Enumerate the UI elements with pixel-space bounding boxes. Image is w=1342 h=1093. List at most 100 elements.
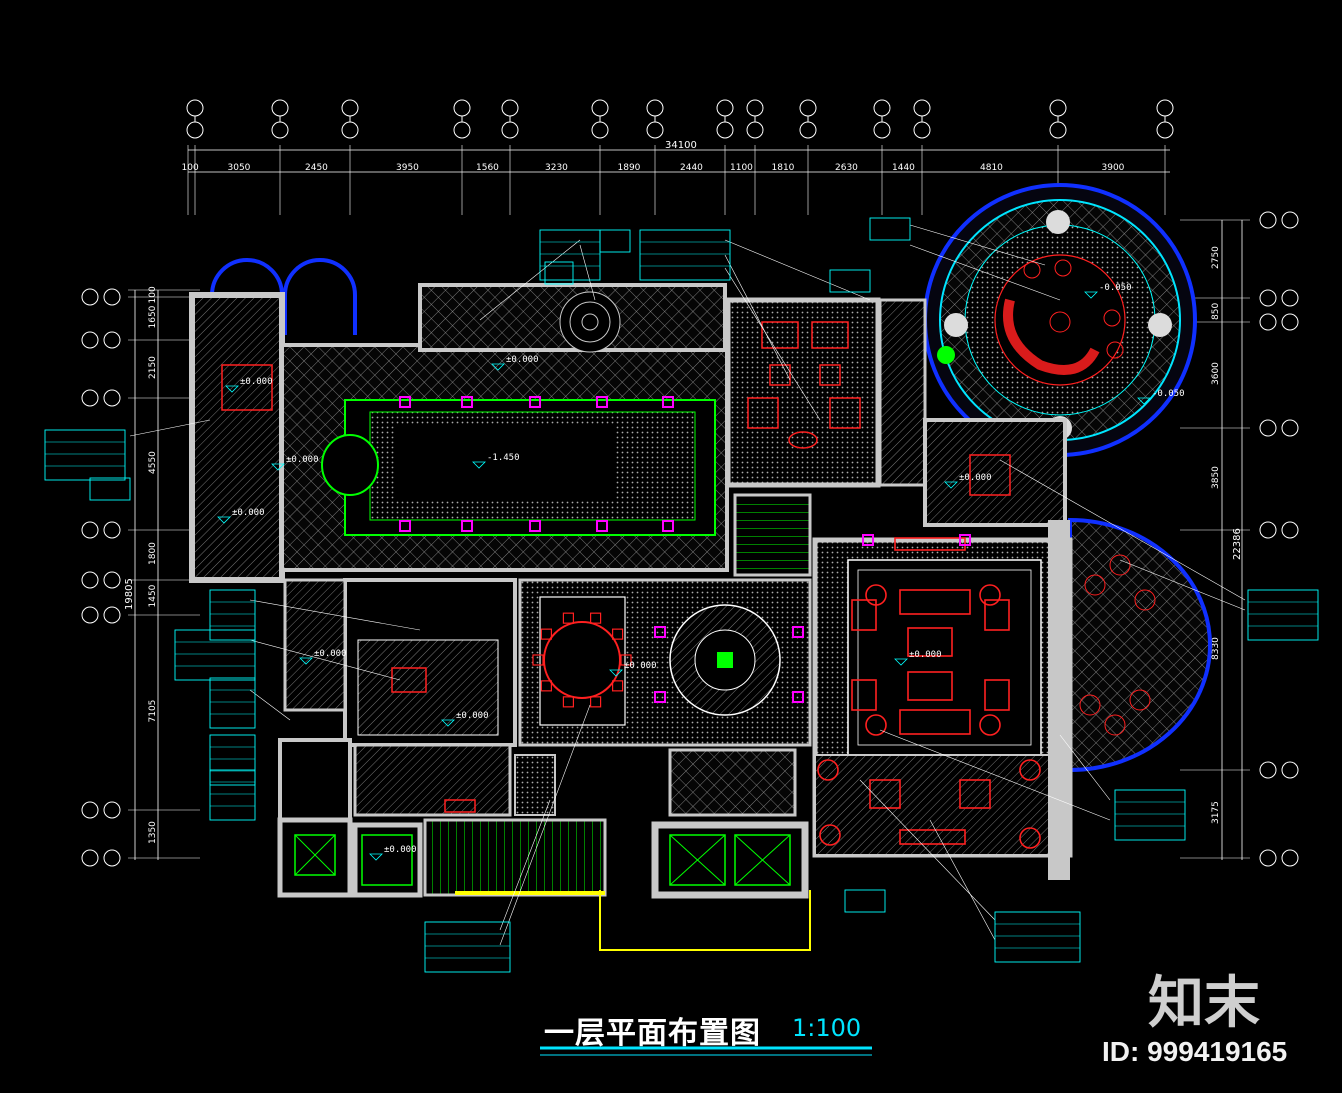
left-total-dimension: 19805 bbox=[124, 578, 135, 610]
material-tag-box bbox=[89, 477, 131, 501]
dimension-value: 4810 bbox=[980, 163, 1003, 173]
material-tag-box bbox=[209, 677, 256, 729]
dining-chair bbox=[540, 680, 553, 692]
material-tag-box bbox=[424, 921, 511, 973]
dimension-value: 7105 bbox=[148, 700, 158, 723]
axis-bubble bbox=[1281, 313, 1299, 331]
dimension-value: 100 bbox=[182, 163, 199, 173]
level-triangle bbox=[944, 481, 958, 489]
axis-bubble bbox=[103, 606, 121, 624]
column bbox=[399, 396, 411, 408]
level-value: ±0.000 bbox=[314, 649, 347, 659]
level-value: ±0.000 bbox=[909, 650, 942, 660]
leader-lines bbox=[129, 224, 1246, 946]
column bbox=[461, 520, 473, 532]
dining-chair bbox=[620, 654, 632, 666]
watermark-id: ID: 999419165 bbox=[1102, 1036, 1288, 1067]
material-tag-box bbox=[209, 589, 256, 641]
axis-bubble bbox=[913, 121, 931, 139]
main-hall-furniture bbox=[817, 537, 1041, 849]
axis-bubble bbox=[1281, 521, 1299, 539]
axis-bubble bbox=[746, 121, 764, 139]
dimension-value: 1560 bbox=[476, 163, 499, 173]
axis-bubble bbox=[1259, 419, 1277, 437]
axis-bubble bbox=[81, 801, 99, 819]
axis-bubble bbox=[1049, 99, 1067, 117]
column bbox=[596, 396, 608, 408]
dining-chair bbox=[611, 628, 624, 640]
column bbox=[529, 396, 541, 408]
axis-bubble bbox=[103, 849, 121, 867]
level-value: ±0.000 bbox=[384, 845, 417, 855]
level-value: ±0.000 bbox=[959, 473, 992, 483]
axis-bubble bbox=[81, 389, 99, 407]
dimension-value: 4550 bbox=[148, 451, 158, 474]
axis-bubble bbox=[1259, 289, 1277, 307]
round-pavilion bbox=[923, 183, 1197, 457]
top-dimension-lines bbox=[188, 149, 1170, 173]
level-value: ±0.000 bbox=[456, 711, 489, 721]
axis-bubble bbox=[1259, 849, 1277, 867]
dimension-value: 2750 bbox=[1211, 246, 1221, 269]
columns bbox=[399, 396, 971, 703]
dining-chairs bbox=[532, 612, 632, 708]
material-tag-box bbox=[869, 217, 911, 241]
dimension-value: 1100 bbox=[730, 163, 753, 173]
material-tag-box bbox=[639, 229, 731, 281]
axis-bubble bbox=[1156, 99, 1174, 117]
axis-bubble bbox=[81, 571, 99, 589]
axis-bubble bbox=[341, 121, 359, 139]
axis-bubble bbox=[103, 571, 121, 589]
right-axis-markers bbox=[1259, 211, 1299, 867]
dimension-value: 3050 bbox=[228, 163, 251, 173]
material-tag-box bbox=[844, 889, 886, 913]
level-triangle bbox=[491, 363, 505, 371]
axis-bubble bbox=[1259, 313, 1277, 331]
column bbox=[596, 520, 608, 532]
top-total-dimension: 34100 bbox=[665, 140, 697, 151]
axis-bubble bbox=[873, 121, 891, 139]
title-underline bbox=[540, 1046, 872, 1056]
column bbox=[792, 691, 804, 703]
level-triangle bbox=[271, 463, 285, 471]
left-dimension-lines bbox=[134, 290, 159, 860]
column bbox=[461, 396, 473, 408]
axis-bubble bbox=[716, 99, 734, 117]
dimension-value: 850 bbox=[1211, 303, 1221, 320]
drawing-scale: 1:100 bbox=[792, 1014, 862, 1042]
level-value: ±0.000 bbox=[232, 508, 265, 518]
side-terrace bbox=[1068, 517, 1212, 773]
axis-bubble bbox=[1281, 849, 1299, 867]
dimension-value: 1800 bbox=[148, 542, 158, 565]
dimension-value: 1350 bbox=[148, 821, 158, 844]
left-axis-markers bbox=[81, 288, 121, 867]
column bbox=[399, 520, 411, 532]
column bbox=[862, 534, 874, 546]
dining-chair bbox=[562, 696, 575, 708]
level-value: ±0.000 bbox=[624, 661, 657, 671]
dimension-value: 2150 bbox=[148, 356, 158, 379]
axis-bubble bbox=[341, 99, 359, 117]
level-triangle bbox=[441, 719, 455, 727]
axis-bubble bbox=[81, 521, 99, 539]
right-dimension-lines bbox=[1221, 220, 1243, 860]
axis-bubble bbox=[103, 288, 121, 306]
axis-bubble bbox=[103, 331, 121, 349]
axis-bubble bbox=[799, 121, 817, 139]
axis-bubble bbox=[1049, 121, 1067, 139]
axis-bubble bbox=[81, 331, 99, 349]
dining-chair bbox=[540, 628, 553, 640]
axis-bubble bbox=[186, 121, 204, 139]
level-triangle bbox=[609, 669, 623, 677]
dimension-value: 1650 bbox=[148, 305, 158, 328]
dimension-value: 3950 bbox=[396, 163, 419, 173]
material-tag-box bbox=[44, 429, 126, 481]
level-triangle bbox=[1137, 397, 1151, 405]
column bbox=[529, 520, 541, 532]
dimension-value: 1810 bbox=[772, 163, 795, 173]
level-triangle bbox=[299, 657, 313, 665]
dining-chair bbox=[589, 612, 602, 624]
